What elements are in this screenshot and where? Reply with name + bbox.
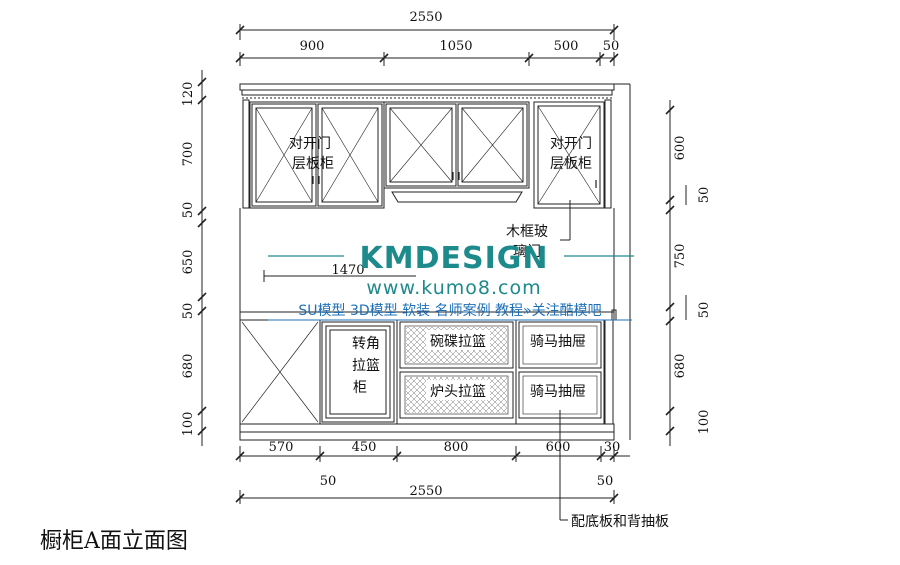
drawing-caption: 橱柜A面立面图 <box>40 529 188 554</box>
dim-right-1: 600 <box>673 136 688 161</box>
watermark: KMDESIGN www.kumo8.com SU模型 3D模型 软装 名师案例… <box>268 241 634 321</box>
dim-top-3: 500 <box>554 39 579 54</box>
dim-bottom-4: 600 <box>546 440 571 455</box>
label-corner-2: 拉篮 <box>352 358 380 374</box>
dim-right-6: 100 <box>697 410 712 435</box>
right-dimension-lines <box>665 100 687 446</box>
dim-bottom-sub-left: 50 <box>320 474 337 489</box>
bottom-dimension-lines <box>235 410 630 521</box>
dim-right-2: 50 <box>697 187 712 204</box>
label-drawer-top: 骑马抽屉 <box>530 334 586 350</box>
dim-left-3: 50 <box>181 202 196 219</box>
dim-right-4: 50 <box>697 302 712 319</box>
label-bowl-basket: 碗碟拉篮 <box>430 334 486 350</box>
dim-bottom-2: 450 <box>352 440 377 455</box>
left-dimension-lines <box>197 70 207 446</box>
dim-right-5: 680 <box>673 354 688 379</box>
dim-bottom-sub-right: 50 <box>597 474 614 489</box>
dim-left-5: 50 <box>181 303 196 320</box>
dim-left-7: 100 <box>181 412 196 437</box>
label-stove-basket: 炉头拉篮 <box>430 384 486 400</box>
dim-right-3: 750 <box>673 244 688 269</box>
label-corner-1: 转角 <box>352 336 380 352</box>
dim-top-2: 1050 <box>439 39 472 54</box>
dim-left-1: 120 <box>181 82 196 107</box>
label-drawer-bottom: 骑马抽屉 <box>530 384 586 400</box>
label-corner-3: 柜 <box>353 380 367 396</box>
dim-bottom-3: 800 <box>444 440 469 455</box>
top-dimension-lines <box>235 24 619 66</box>
watermark-tagline: SU模型 3D模型 软装 名师案例 教程»关注酷模吧 <box>298 302 601 319</box>
label-upper-right-2: 层板柜 <box>550 156 592 172</box>
dim-left-2: 700 <box>181 142 196 167</box>
label-glass-2: 璃门 <box>513 243 541 260</box>
label-glass-1: 木框玻 <box>506 224 548 240</box>
dim-bottom-1: 570 <box>269 440 294 455</box>
backsplash-area <box>239 200 615 312</box>
label-plinth-note: 配底板和背抽板 <box>571 514 669 530</box>
label-upper-left-2: 层板柜 <box>292 156 334 172</box>
lower-cabinets <box>239 309 617 441</box>
watermark-url: www.kumo8.com <box>366 277 541 299</box>
dim-mid-span: 1470 <box>331 263 364 278</box>
upper-cabinets <box>239 83 631 440</box>
dim-left-6: 680 <box>181 354 196 379</box>
dim-top-total: 2550 <box>409 10 442 25</box>
label-upper-left-1: 对开门 <box>289 136 331 152</box>
label-upper-right-1: 对开门 <box>550 136 592 152</box>
dim-top-4: 50 <box>603 39 620 54</box>
dim-left-4: 650 <box>181 250 196 275</box>
watermark-brand: KMDESIGN <box>360 241 549 276</box>
dim-bottom-total: 2550 <box>409 484 442 499</box>
dim-bottom-5: 30 <box>604 440 621 455</box>
dim-top-1: 900 <box>300 39 325 54</box>
